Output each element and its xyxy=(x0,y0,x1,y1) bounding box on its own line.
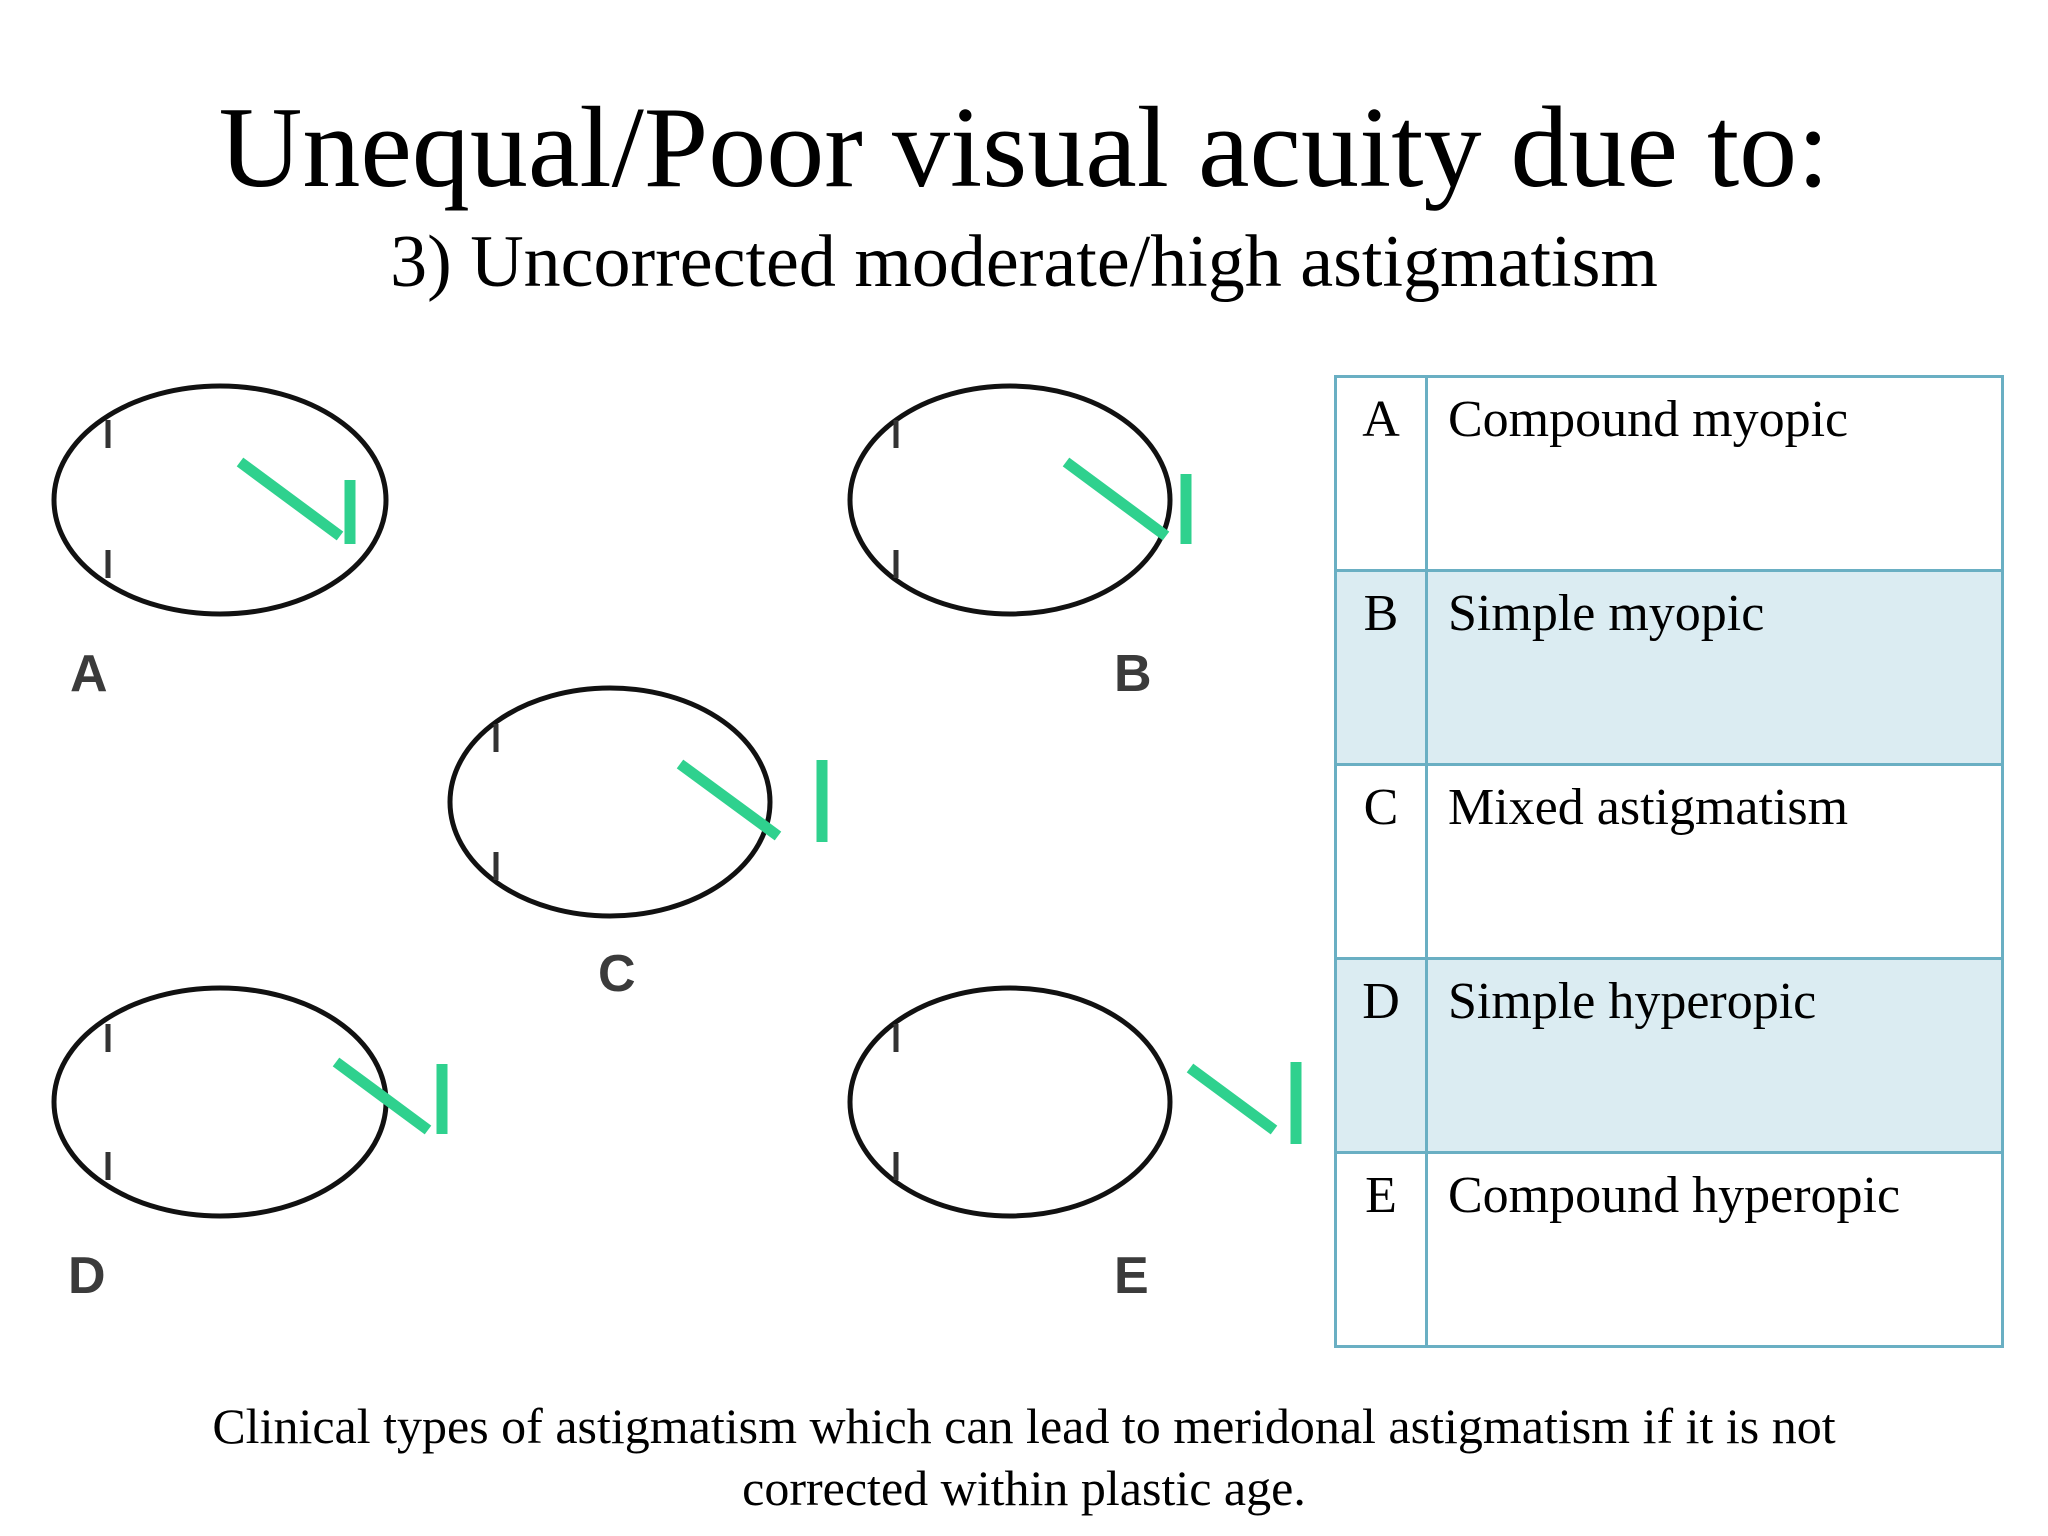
row-type: Compound myopic xyxy=(1425,375,2004,572)
row-letter: B xyxy=(1334,569,1428,766)
eye-outline-b xyxy=(847,383,1173,617)
eye-outline-d xyxy=(51,985,389,1219)
diagram-label-c: C xyxy=(598,945,636,1003)
focal-line-diagonal-c xyxy=(676,759,782,841)
focal-line-diagonal-a xyxy=(236,457,344,541)
row-letter: C xyxy=(1334,763,1428,960)
eye-diagrams xyxy=(51,383,1302,1219)
diagram-label-d: D xyxy=(68,1247,106,1305)
caption-line-2: corrected within plastic age. xyxy=(742,1460,1306,1516)
eye-diagram-a xyxy=(51,383,389,617)
slide-subtitle: 3) Uncorrected moderate/high astigmatism xyxy=(390,221,1658,303)
slide-title: Unequal/Poor visual acuity due to: xyxy=(218,84,1830,212)
row-letter: E xyxy=(1334,1151,1428,1348)
diagram-label-e: E xyxy=(1114,1247,1149,1305)
diagram-label-b: B xyxy=(1114,645,1152,703)
astigmatism-diagram: A B C D E xyxy=(50,378,1310,1318)
eye-diagram-e xyxy=(847,985,1302,1219)
table-row: A Compound myopic xyxy=(1334,375,2004,572)
table-row: E Compound hyperopic xyxy=(1334,1151,2004,1348)
eye-diagram-c xyxy=(447,685,828,919)
diagram-label-a: A xyxy=(70,645,108,703)
focal-line-diagonal-e xyxy=(1186,1063,1278,1135)
eye-outline-c xyxy=(447,685,773,919)
eye-diagram-d xyxy=(51,985,448,1219)
eye-outline-e xyxy=(847,985,1173,1219)
caption-line-1: Clinical types of astigmatism which can … xyxy=(212,1398,1836,1454)
astigmatism-types-table: A Compound myopic B Simple myopic C Mixe… xyxy=(1334,375,2004,1348)
row-type: Mixed astigmatism xyxy=(1425,763,2004,960)
eye-diagram-b xyxy=(847,383,1192,617)
row-type: Simple myopic xyxy=(1425,569,2004,766)
table-row: C Mixed astigmatism xyxy=(1334,763,2004,960)
row-letter: A xyxy=(1334,375,1428,572)
table-row: B Simple myopic xyxy=(1334,569,2004,766)
eye-outline-a xyxy=(51,383,389,617)
table-row: D Simple hyperopic xyxy=(1334,957,2004,1154)
row-letter: D xyxy=(1334,957,1428,1154)
slide-caption: Clinical types of astigmatism which can … xyxy=(0,1395,2048,1519)
focal-line-diagonal-b xyxy=(1062,457,1170,541)
row-type: Simple hyperopic xyxy=(1425,957,2004,1154)
row-type: Compound hyperopic xyxy=(1425,1151,2004,1348)
focal-line-diagonal-d xyxy=(332,1057,432,1135)
